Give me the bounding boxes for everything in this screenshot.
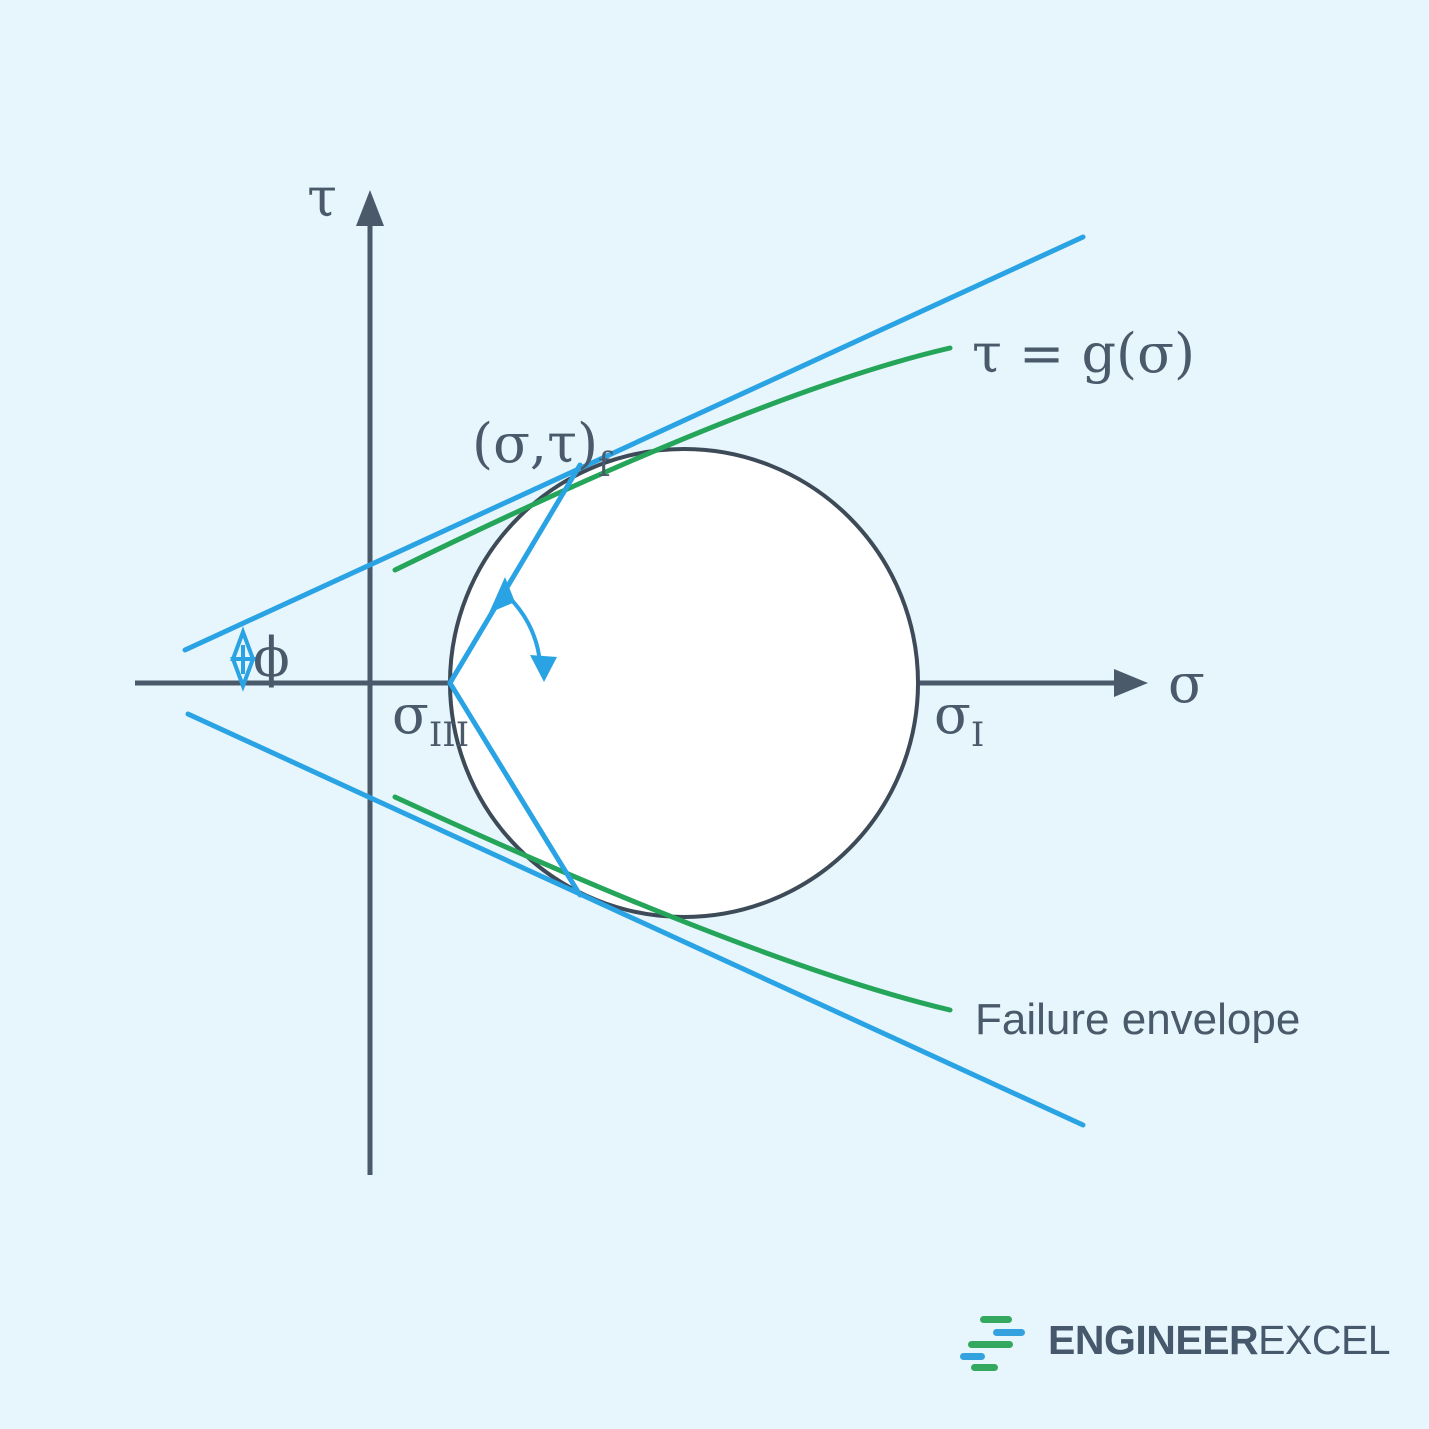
lower-chord-line [447, 680, 583, 898]
sigma-I-subscript: I [971, 715, 984, 755]
logo-wordmark: ENGINEEREXCEL [1048, 1316, 1391, 1363]
logo-word-excel: EXCEL [1258, 1316, 1391, 1363]
two-theta-arrow-head-upper [489, 577, 515, 613]
two-theta-arc-marker [489, 577, 557, 682]
logo-mark-icon [960, 1312, 1030, 1371]
tau-axis-label: τ [307, 166, 337, 229]
sigma-III-base: σ [392, 683, 429, 746]
chords-group [447, 462, 583, 898]
failure-envelope-label: Failure envelope [975, 995, 1300, 1044]
two-theta-arrow-head-lower [530, 655, 557, 682]
logo-bar-5-green [971, 1364, 998, 1371]
sigma-axis-label: σ [1168, 652, 1205, 715]
sigma-III-subscript: III [429, 715, 469, 755]
logo-bar-2-blue [993, 1329, 1025, 1336]
failure-point-subscript: f [598, 445, 613, 485]
function-label: τ = g(σ) [972, 322, 1195, 385]
phi-arrow-head-down [230, 657, 256, 692]
logo-bar-3-green [968, 1341, 1013, 1348]
lower-envelope-curve [392, 794, 953, 1013]
sigma-I-base: σ [934, 683, 971, 746]
upper-envelope-curve [392, 345, 953, 573]
logo-word-engineer: ENGINEER [1048, 1316, 1259, 1363]
upper-chord-line [447, 462, 583, 686]
sigma-I-label: σI [934, 683, 984, 755]
mohr-circle [448, 447, 920, 919]
lower-tangent-line [185, 711, 1086, 1128]
tangent-lines-group [182, 234, 1086, 1128]
logo-bar-4-blue [960, 1353, 985, 1360]
failure-point-label: (σ,τ)f [472, 412, 613, 485]
phi-angle-marker [230, 626, 256, 692]
sigma-III-label: σIII [392, 683, 469, 755]
labels-group: τ σ (σ,τ)f σIII σI ϕ τ = g(σ) Failure en… [253, 166, 1300, 1044]
engineerexcel-logo: ENGINEEREXCEL [960, 1312, 1391, 1371]
failure-point-base: (σ,τ) [472, 412, 598, 475]
upper-tangent-line [182, 234, 1086, 653]
tau-axis-arrowhead [356, 190, 384, 226]
logo-bar-1-green [980, 1316, 1012, 1323]
sigma-axis-arrowhead [1114, 669, 1148, 697]
failure-envelope-group [392, 345, 953, 1013]
phi-angle-label: ϕ [253, 626, 290, 689]
